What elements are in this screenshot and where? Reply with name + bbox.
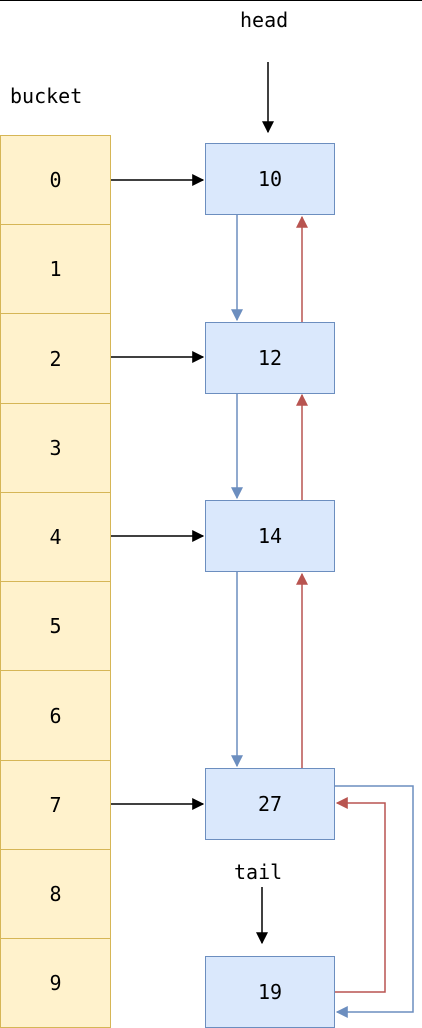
node-value: 10 <box>257 167 283 191</box>
head-label: head <box>240 8 289 32</box>
bucket-cell-5: 5 <box>0 581 111 671</box>
node-value: 14 <box>257 524 283 548</box>
bucket-label: bucket <box>10 84 83 108</box>
bucket-index: 1 <box>49 257 62 281</box>
node-10: 10 <box>205 143 335 215</box>
bucket-cell-8: 8 <box>0 849 111 939</box>
bucket-index: 4 <box>49 525 62 549</box>
node-27: 27 <box>205 768 335 840</box>
node-value: 19 <box>257 980 283 1004</box>
bucket-index: 8 <box>49 882 62 906</box>
bucket-index: 0 <box>49 168 62 192</box>
bucket-cell-7: 7 <box>0 760 111 850</box>
bucket-index: 2 <box>49 346 62 371</box>
bucket-cell-0: 0 <box>0 135 111 225</box>
bucket-cell-4: 4 <box>0 492 111 582</box>
node-value: 27 <box>257 792 283 816</box>
tail-label: tail <box>234 860 283 884</box>
top-border-line <box>0 0 422 1</box>
bucket-index: 3 <box>49 436 62 460</box>
bucket-index: 9 <box>49 971 62 995</box>
bucket-cell-1: 1 <box>0 224 111 314</box>
bucket-cell-3: 3 <box>0 403 111 493</box>
node-value: 12 <box>257 346 283 370</box>
prev-arrow-19-27 <box>335 797 386 993</box>
bucket-cell-9: 9 <box>0 938 111 1028</box>
bucket-cell-6: 6 <box>0 670 111 761</box>
node-19: 19 <box>205 956 335 1028</box>
node-14: 14 <box>205 500 335 572</box>
bucket-cell-2: 2 <box>0 313 111 404</box>
bucket-index: 7 <box>49 793 62 817</box>
next-arrow-27-19 <box>335 785 414 1018</box>
node-12: 12 <box>205 322 335 394</box>
bucket-index: 5 <box>49 614 62 638</box>
bucket-index: 6 <box>49 703 62 728</box>
